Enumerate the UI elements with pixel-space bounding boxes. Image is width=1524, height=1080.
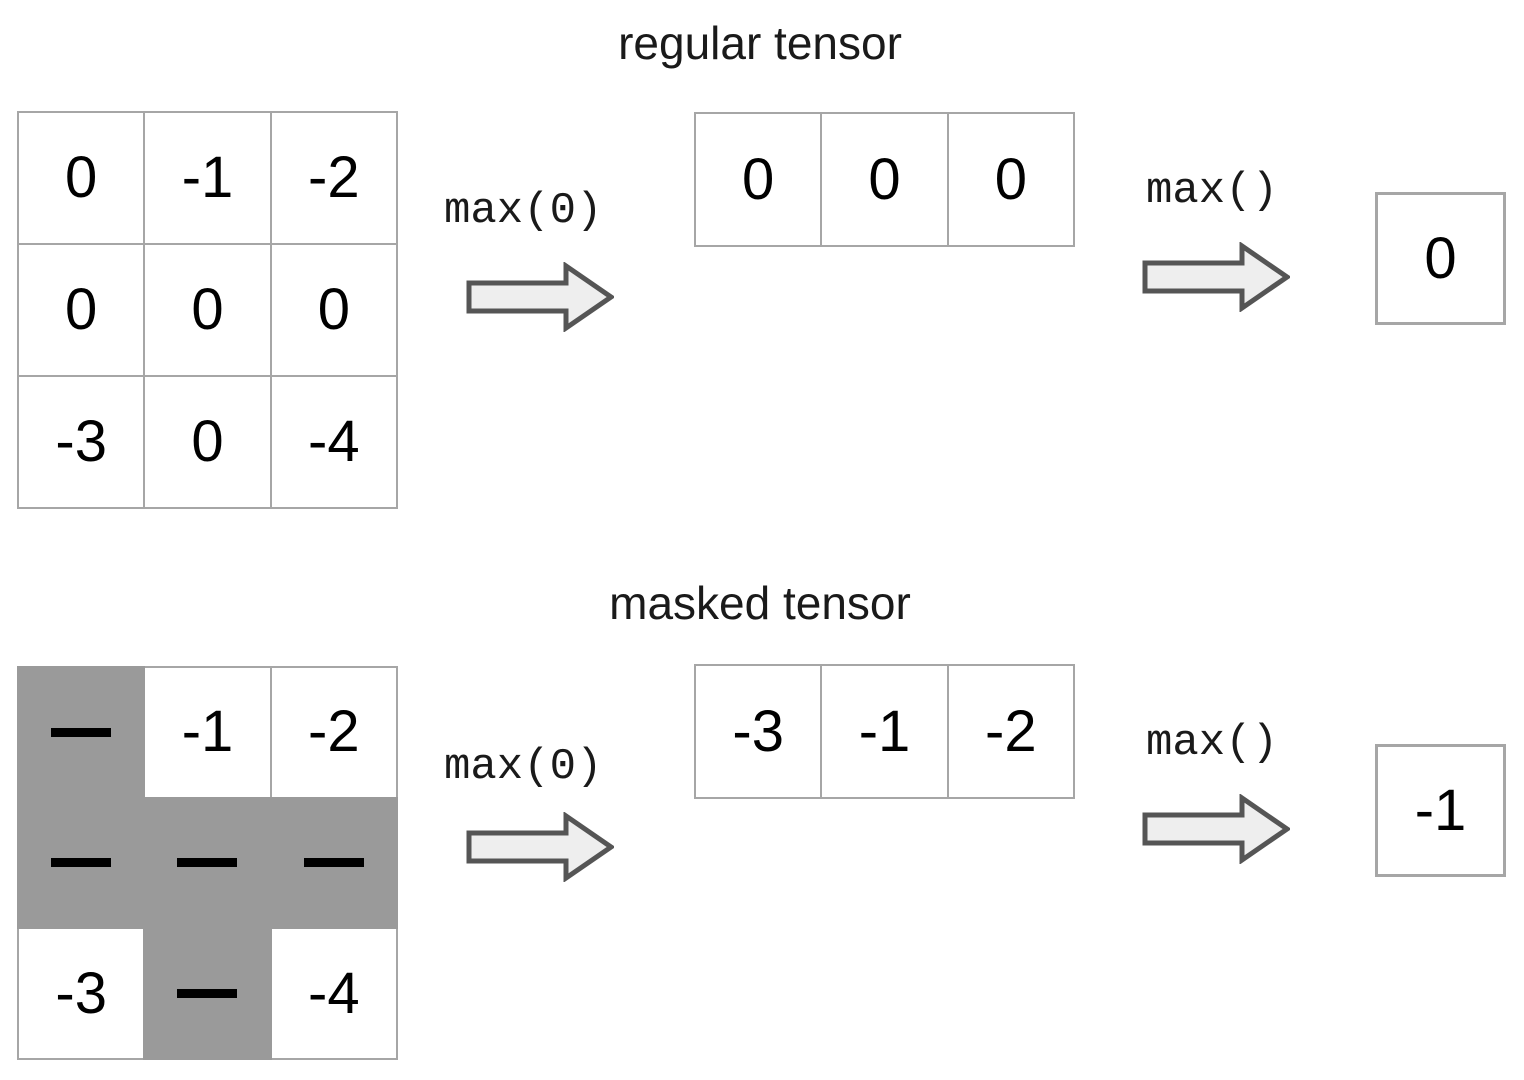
cell-value: -2 (985, 698, 1037, 764)
matrix-cell: 0 (143, 243, 272, 377)
op-label-max-dim0-regular: max(0) (444, 186, 603, 236)
cell-value: 0 (994, 146, 1027, 212)
op-label-max-dim0-masked: max(0) (444, 742, 603, 792)
mask-dash-icon (51, 727, 112, 737)
cell-value: 0 (65, 277, 98, 342)
arrow-right-icon (1142, 793, 1292, 865)
matrix-cell: 0 (17, 111, 146, 245)
cell-value: -2 (308, 699, 360, 765)
mask-dash-icon (177, 858, 238, 868)
cell-value: -3 (55, 960, 107, 1026)
cell-value: 0 (191, 277, 224, 342)
vector-cell: 0 (694, 112, 823, 247)
cell-value: -1 (181, 145, 234, 210)
matrix-cell: -2 (269, 111, 398, 245)
masked-tensor-vector: -3 -1 -2 (694, 664, 1075, 799)
cell-value: -1 (181, 699, 234, 765)
mask-dash-icon (303, 858, 364, 868)
matrix-cell: -2 (269, 666, 398, 799)
matrix-cell-masked: 0 (17, 666, 146, 799)
cell-value: -4 (308, 409, 360, 474)
section-title-regular: regular tensor (618, 17, 902, 69)
matrix-cell: 0 (143, 375, 272, 509)
cell-value: 0 (65, 145, 98, 210)
cell-value: 0 (317, 277, 350, 342)
matrix-cell-masked: 0 (17, 796, 146, 930)
matrix-cell: 0 (269, 243, 398, 377)
mask-dash-icon (177, 989, 238, 999)
matrix-cell: -3 (17, 927, 146, 1060)
vector-cell: -3 (694, 664, 823, 799)
matrix-cell: -1 (143, 111, 272, 245)
op-label-max-all-regular: max() (1146, 166, 1279, 216)
vector-cell: 0 (946, 112, 1075, 247)
scalar-value: 0 (1424, 226, 1457, 291)
masked-tensor-scalar-result: -1 (1375, 744, 1506, 877)
scalar-value: -1 (1414, 778, 1467, 843)
cell-value: -3 (55, 409, 107, 474)
arrow-right-icon (466, 261, 616, 333)
mask-dash-icon (51, 858, 112, 868)
vector-cell: -2 (946, 664, 1075, 799)
matrix-cell: 0 (17, 243, 146, 377)
masked-tensor-matrix: 0 -1 -2 0 0 0 -3 0 -4 (17, 666, 398, 1060)
regular-tensor-vector: 0 0 0 (694, 112, 1075, 247)
matrix-cell: -1 (143, 666, 272, 799)
cell-value: -4 (308, 960, 360, 1026)
arrow-right-icon (1142, 241, 1292, 313)
op-label-max-all-masked: max() (1146, 718, 1279, 768)
cell-value: -2 (308, 145, 360, 210)
matrix-cell-masked: 0 (143, 927, 272, 1060)
matrix-cell: -4 (269, 927, 398, 1060)
matrix-cell: -3 (17, 375, 146, 509)
cell-value: 0 (191, 409, 224, 474)
cell-value: -3 (732, 698, 784, 764)
regular-tensor-scalar-result: 0 (1375, 192, 1506, 325)
cell-value: 0 (868, 146, 901, 212)
cell-value: 0 (742, 146, 775, 212)
matrix-cell-masked: 0 (269, 796, 398, 930)
cell-value: -1 (858, 698, 911, 764)
matrix-cell-masked: 0 (143, 796, 272, 930)
regular-tensor-matrix: 0 -1 -2 0 0 0 -3 0 -4 (17, 111, 398, 509)
vector-cell: -1 (820, 664, 949, 799)
vector-cell: 0 (820, 112, 949, 247)
section-title-masked: masked tensor (609, 577, 911, 629)
matrix-cell: -4 (269, 375, 398, 509)
arrow-right-icon (466, 811, 616, 883)
